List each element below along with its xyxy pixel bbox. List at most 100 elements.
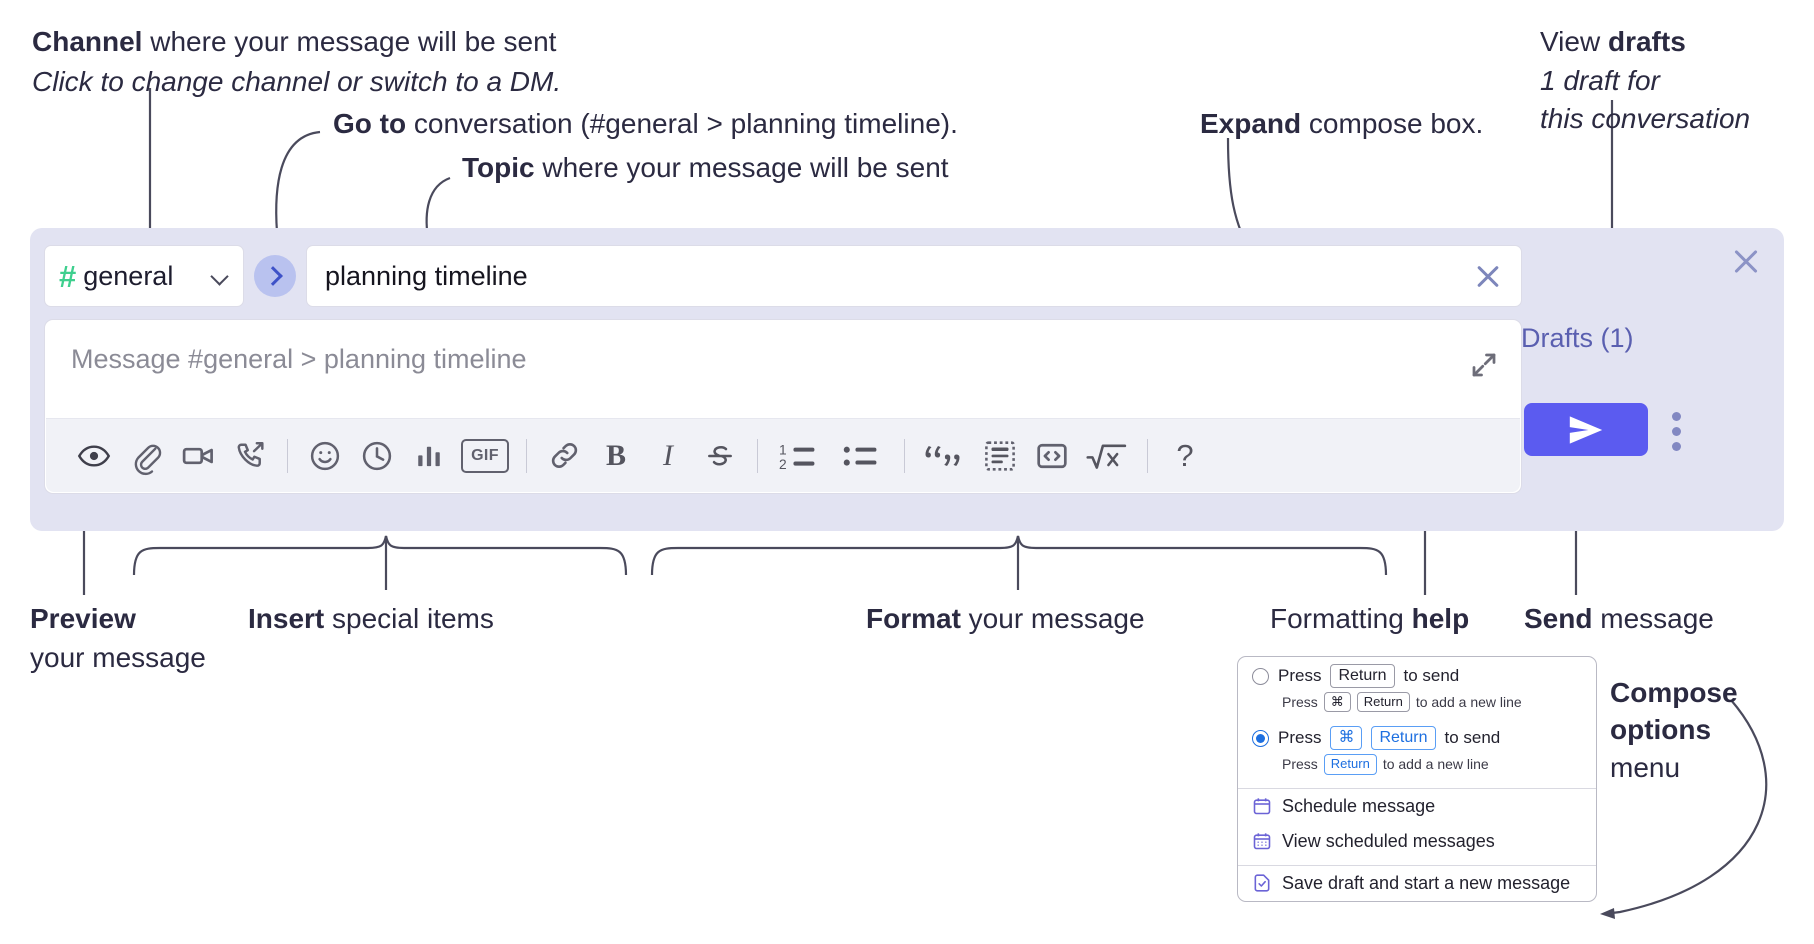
radio-command-return-to-send[interactable]	[1252, 729, 1269, 747]
drafts-link[interactable]: Drafts (1)	[1521, 323, 1634, 353]
compose-right-pane: Drafts (1)	[1521, 228, 1784, 531]
menu-item-view-scheduled-messages[interactable]: View scheduled messages	[1238, 824, 1596, 859]
annotation-help: Formatting help	[1270, 601, 1469, 636]
italic-icon[interactable]: I	[642, 430, 694, 482]
clear-topic-icon[interactable]	[1471, 259, 1505, 293]
chevron-down-icon	[211, 267, 229, 285]
channel-name: general	[83, 260, 174, 291]
menu-item-schedule-message[interactable]: Schedule message	[1238, 789, 1596, 824]
kbd-command: ⌘	[1330, 726, 1363, 751]
kbd-return: Return	[1356, 692, 1410, 713]
link-icon[interactable]	[538, 430, 590, 482]
annotation-topic-bold: Topic	[462, 152, 535, 183]
channel-selector[interactable]: # general	[44, 245, 244, 307]
blockquote-icon[interactable]	[916, 430, 974, 482]
annotation-expand-rest: compose box.	[1301, 108, 1484, 139]
annotation-preview: Preview your message	[30, 601, 206, 676]
menu-item-save-draft[interactable]: Save draft and start a new message	[1238, 866, 1596, 901]
italic-label: I	[663, 438, 673, 472]
annotation-compose-options-rest: menu	[1610, 751, 1681, 783]
emoji-icon[interactable]	[299, 430, 351, 482]
video-camera-icon[interactable]	[172, 430, 224, 482]
clock-icon[interactable]	[351, 430, 403, 482]
menu-radio-row-2[interactable]: Press ⌘ Return to send	[1238, 719, 1596, 753]
annotation-goto-bold: Go to	[333, 108, 407, 139]
annotation-insert: Insert special items	[248, 601, 494, 636]
kbd-return: Return	[1371, 726, 1436, 751]
close-icon[interactable]	[1730, 246, 1762, 278]
annotation-send-rest: message	[1592, 603, 1714, 634]
radio-return-to-send[interactable]	[1252, 667, 1269, 685]
menu-subtext-1: Press ⌘ Return to add a new line	[1238, 691, 1596, 719]
expand-compose-icon[interactable]	[1469, 350, 1499, 380]
annotation-drafts-italic-1: 1 draft for	[1540, 65, 1660, 97]
help-icon[interactable]: ?	[1159, 430, 1211, 482]
annotation-send-bold: Send	[1524, 603, 1593, 634]
compose-options-menu: Press Return to send Press ⌘ Return to a…	[1237, 656, 1597, 902]
gif-icon[interactable]: GIF	[455, 430, 515, 482]
toolbar-divider	[526, 438, 527, 473]
svg-text:2: 2	[779, 457, 787, 472]
compose-options-button[interactable]	[1672, 412, 1682, 451]
annotation-drafts-bold: drafts	[1607, 26, 1686, 57]
bullet-list-icon[interactable]	[831, 430, 893, 482]
compose-header-row: # general planning timeline	[44, 243, 1522, 309]
annotation-expand: Expand compose box.	[1200, 106, 1483, 141]
annotation-compose-options-bold-2: options	[1610, 714, 1712, 746]
eye-icon[interactable]	[68, 430, 120, 482]
menu-option2-sub-post: to add a new line	[1382, 756, 1489, 773]
strikethrough-icon[interactable]	[694, 430, 746, 482]
chevron-right-icon	[263, 266, 283, 286]
annotation-channel-italic: Click to change channel or switch to a D…	[32, 66, 562, 98]
bar-chart-icon[interactable]	[403, 430, 455, 482]
annotation-topic-rest: where your message will be sent	[534, 152, 949, 183]
code-block-icon[interactable]	[974, 430, 1026, 482]
calendar-grid-icon	[1252, 831, 1272, 851]
annotation-preview-rest: your message	[30, 642, 206, 674]
kbd-command: ⌘	[1323, 692, 1351, 713]
draft-check-icon	[1252, 873, 1272, 893]
ordered-list-icon[interactable]: 1 2	[769, 430, 831, 482]
annotation-channel: Channel where your message will be sent …	[32, 24, 561, 100]
menu-divider	[1238, 787, 1596, 789]
goto-conversation-button[interactable]	[254, 255, 296, 297]
bold-icon[interactable]: B	[590, 430, 642, 482]
svg-text:1: 1	[779, 442, 787, 457]
annotation-goto: Go to conversation (#general > planning …	[333, 106, 958, 141]
huddle-phone-icon[interactable]	[224, 430, 276, 482]
kebab-dot	[1672, 442, 1681, 451]
annotation-compose-options: Compose options menu	[1610, 675, 1738, 785]
menu-option1-sub-post: to add a new line	[1415, 694, 1522, 711]
annotation-topic: Topic where your message will be sent	[462, 150, 949, 185]
menu-item-label: Save draft and start a new message	[1282, 872, 1571, 893]
compose-widget: # general planning timeline Message #gen…	[30, 228, 1784, 531]
math-icon[interactable]	[1078, 430, 1136, 482]
send-button[interactable]	[1524, 403, 1648, 456]
compose-inner: # general planning timeline Message #gen…	[44, 243, 1522, 518]
menu-option2-sub-pre: Press	[1282, 756, 1318, 773]
hash-icon: #	[59, 258, 77, 294]
menu-item-label: Schedule message	[1282, 795, 1436, 816]
annotation-format-rest: your message	[960, 603, 1145, 634]
inline-code-icon[interactable]	[1026, 430, 1078, 482]
toolbar-divider	[287, 438, 288, 473]
bold-label: B	[605, 438, 626, 472]
menu-subtext-2: Press Return to add a new line	[1238, 753, 1596, 781]
topic-field[interactable]: planning timeline	[306, 245, 1522, 307]
annotation-help-plain: Formatting	[1270, 603, 1412, 634]
kbd-return: Return	[1330, 664, 1395, 688]
kebab-dot	[1672, 412, 1681, 421]
menu-radio-row-1[interactable]: Press Return to send	[1238, 657, 1596, 691]
gif-label: GIF	[461, 438, 509, 473]
annotation-help-bold: help	[1411, 603, 1470, 634]
menu-option1-post: to send	[1403, 666, 1460, 685]
annotation-drafts-italic-2: this conversation	[1540, 102, 1751, 134]
paperclip-icon[interactable]	[120, 430, 172, 482]
menu-option2-pre: Press	[1278, 728, 1322, 748]
message-input-box[interactable]: Message #general > planning timeline	[44, 319, 1522, 494]
annotation-preview-bold: Preview	[30, 603, 136, 634]
message-placeholder: Message #general > planning timeline	[71, 344, 527, 374]
send-paper-plane-icon	[1569, 415, 1603, 444]
toolbar-divider	[1147, 438, 1148, 473]
annotation-expand-bold: Expand	[1200, 108, 1302, 139]
